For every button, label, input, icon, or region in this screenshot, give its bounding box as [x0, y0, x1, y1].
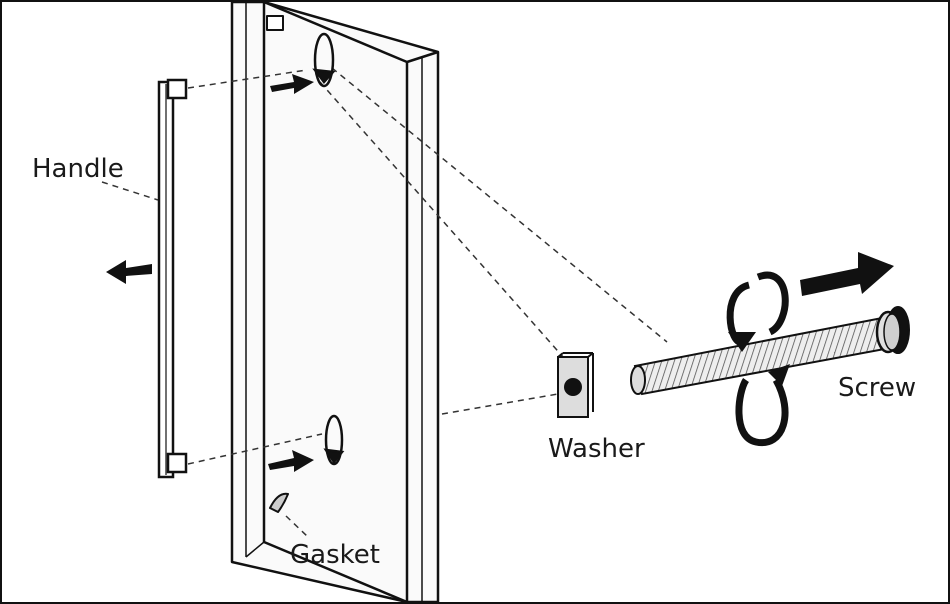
label-screw: Screw	[838, 373, 917, 403]
door-frame-outer	[230, 2, 440, 602]
handle-top-mount	[166, 78, 188, 100]
door-frame	[230, 2, 440, 602]
rotation-arrow-top	[312, 32, 336, 88]
screw-part	[630, 306, 910, 396]
guide-lines	[101, 67, 668, 538]
door-top-clip	[266, 15, 284, 31]
pull-arrow-right	[800, 252, 894, 296]
rotation-arrow-screw	[726, 271, 790, 447]
guide-gasket-label	[285, 515, 309, 538]
rotation-arrow-bottom	[323, 414, 345, 466]
label-handle: Handle	[32, 154, 124, 184]
handle-bar	[157, 78, 188, 479]
guide-handle-label	[101, 181, 159, 201]
push-arrow-bottom	[268, 450, 314, 472]
door-frame-top-edge	[263, 2, 408, 64]
guide-handle-top	[187, 69, 308, 89]
washer-part	[557, 352, 594, 418]
gasket-curl	[269, 492, 289, 513]
label-washer: Washer	[548, 434, 645, 464]
push-arrow-top	[270, 74, 314, 94]
door-frame-bottom-inner	[245, 541, 265, 558]
door-frame-corner	[406, 50, 439, 64]
handle-bottom-mount	[166, 452, 188, 474]
pull-arrow-left	[106, 260, 152, 284]
label-gasket: Gasket	[290, 540, 380, 570]
guide-bottom-to-washer	[441, 393, 559, 415]
guide-handle-bottom	[187, 433, 323, 465]
